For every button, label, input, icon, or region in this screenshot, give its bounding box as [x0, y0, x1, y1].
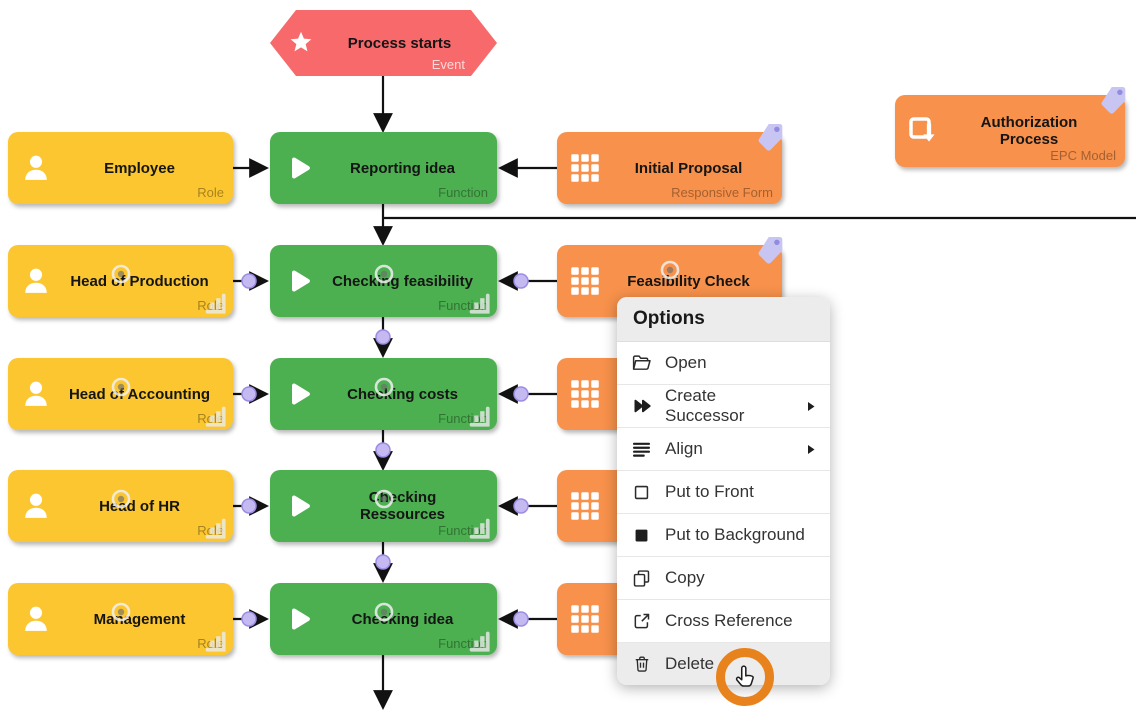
menu-item-label: Delete [665, 654, 715, 673]
fast-forward-icon [631, 396, 652, 416]
hand-pointer-icon [735, 665, 754, 687]
node-label: Feasibility Check [627, 272, 750, 290]
node-type-label: Role [197, 411, 224, 426]
star-icon [270, 30, 332, 56]
node-label: Head of HR [99, 497, 180, 515]
menu-item-copy[interactable]: Copy [617, 556, 830, 599]
node-label: Checking idea [351, 610, 454, 628]
node-label: Head of Accounting [68, 385, 211, 403]
person-icon [8, 602, 64, 636]
person-icon [8, 151, 64, 185]
tag-icon [754, 233, 788, 267]
menu-item-label: Copy [665, 568, 705, 587]
function-node-reporting-idea[interactable]: Reporting idea Function [270, 132, 497, 204]
menu-item-cross-reference[interactable]: Cross Reference [617, 599, 830, 642]
epc-model-node[interactable]: Authorization Process EPC Model [895, 86, 1126, 167]
node-type-label: EPC Model [1050, 148, 1116, 163]
node-label: Management [93, 610, 186, 628]
folder-open-icon [631, 353, 652, 374]
menu-item-label: Put to Background [665, 525, 805, 544]
function-node-checking-ressources[interactable]: Checking Ressources Function [270, 470, 497, 542]
node-type-label: Function [438, 185, 488, 200]
menu-item-create-successor[interactable]: Create Successor [617, 384, 830, 427]
node-label: Head of Production [70, 272, 209, 290]
trash-icon [631, 654, 652, 674]
play-icon [270, 603, 326, 635]
menu-item-put-to-front[interactable]: Put to Front [617, 470, 830, 513]
grid-icon [557, 153, 613, 183]
node-label: Checking feasibility [332, 272, 473, 290]
play-icon [270, 490, 326, 522]
node-label: Initial Proposal [634, 159, 743, 177]
role-node-employee[interactable]: Employee Role [8, 132, 233, 204]
node-type-label: Function [438, 411, 488, 426]
grid-icon [557, 491, 613, 521]
event-node-process-starts[interactable]: Process starts Event [270, 10, 497, 76]
tag-icon [1097, 83, 1131, 117]
node-label: Employee [104, 159, 175, 177]
square-filled-icon [631, 526, 652, 545]
submenu-caret-icon [808, 396, 816, 416]
menu-item-label: Cross Reference [665, 611, 793, 630]
context-menu: Options Open Create Successor Align Put … [617, 297, 830, 685]
node-type-label: Role [197, 523, 224, 538]
person-icon [8, 264, 64, 298]
align-lines-icon [631, 439, 652, 460]
node-label: Authorization Process [980, 114, 1078, 148]
role-node-head-of-production[interactable]: Head of Production Role [8, 245, 233, 317]
person-icon [8, 489, 64, 523]
node-type-label: Responsive Form [671, 185, 773, 200]
node-type-label: Function [438, 298, 488, 313]
form-node-initial-proposal[interactable]: Initial Proposal Responsive Form [557, 123, 783, 204]
menu-item-label: Create Successor [665, 386, 745, 425]
function-node-checking-idea[interactable]: Checking idea Function [270, 583, 497, 655]
connection-handle-dots[interactable] [241, 273, 529, 627]
grid-icon [557, 379, 613, 409]
node-label: Checking Ressources [359, 489, 446, 523]
menu-item-label: Align [665, 439, 703, 458]
grid-icon [557, 604, 613, 634]
node-type-label: Function [438, 636, 488, 651]
function-node-checking-feasibility[interactable]: Checking feasibility Function [270, 245, 497, 317]
submenu-caret-icon [808, 439, 816, 459]
node-type-label: Role [197, 636, 224, 651]
play-icon [270, 378, 326, 410]
square-outline-icon [631, 483, 652, 502]
node-type-label: Event [431, 57, 465, 72]
person-icon [8, 377, 64, 411]
node-type-label: Role [197, 298, 224, 313]
menu-item-align[interactable]: Align [617, 427, 830, 470]
play-icon [270, 265, 326, 297]
node-type-label: Function [438, 523, 488, 538]
epc-model-icon [895, 115, 951, 147]
play-icon [270, 152, 326, 184]
role-node-management[interactable]: Management Role [8, 583, 233, 655]
click-highlight-ring [716, 648, 774, 706]
node-type-label: Role [197, 185, 224, 200]
external-link-icon [631, 611, 652, 631]
node-label: Reporting idea [349, 159, 455, 177]
menu-item-label: Open [665, 353, 707, 372]
menu-item-label: Put to Front [665, 482, 754, 501]
function-node-checking-costs[interactable]: Checking costs Function [270, 358, 497, 430]
menu-item-open[interactable]: Open [617, 342, 830, 384]
tag-icon [754, 120, 788, 154]
copy-icon [631, 568, 652, 589]
context-menu-title: Options [617, 297, 830, 342]
role-node-head-of-hr[interactable]: Head of HR Role [8, 470, 233, 542]
role-node-head-of-accounting[interactable]: Head of Accounting Role [8, 358, 233, 430]
menu-item-put-to-background[interactable]: Put to Background [617, 513, 830, 556]
grid-icon [557, 266, 613, 296]
node-label: Checking costs [347, 385, 458, 403]
node-label: Process starts [347, 34, 452, 52]
